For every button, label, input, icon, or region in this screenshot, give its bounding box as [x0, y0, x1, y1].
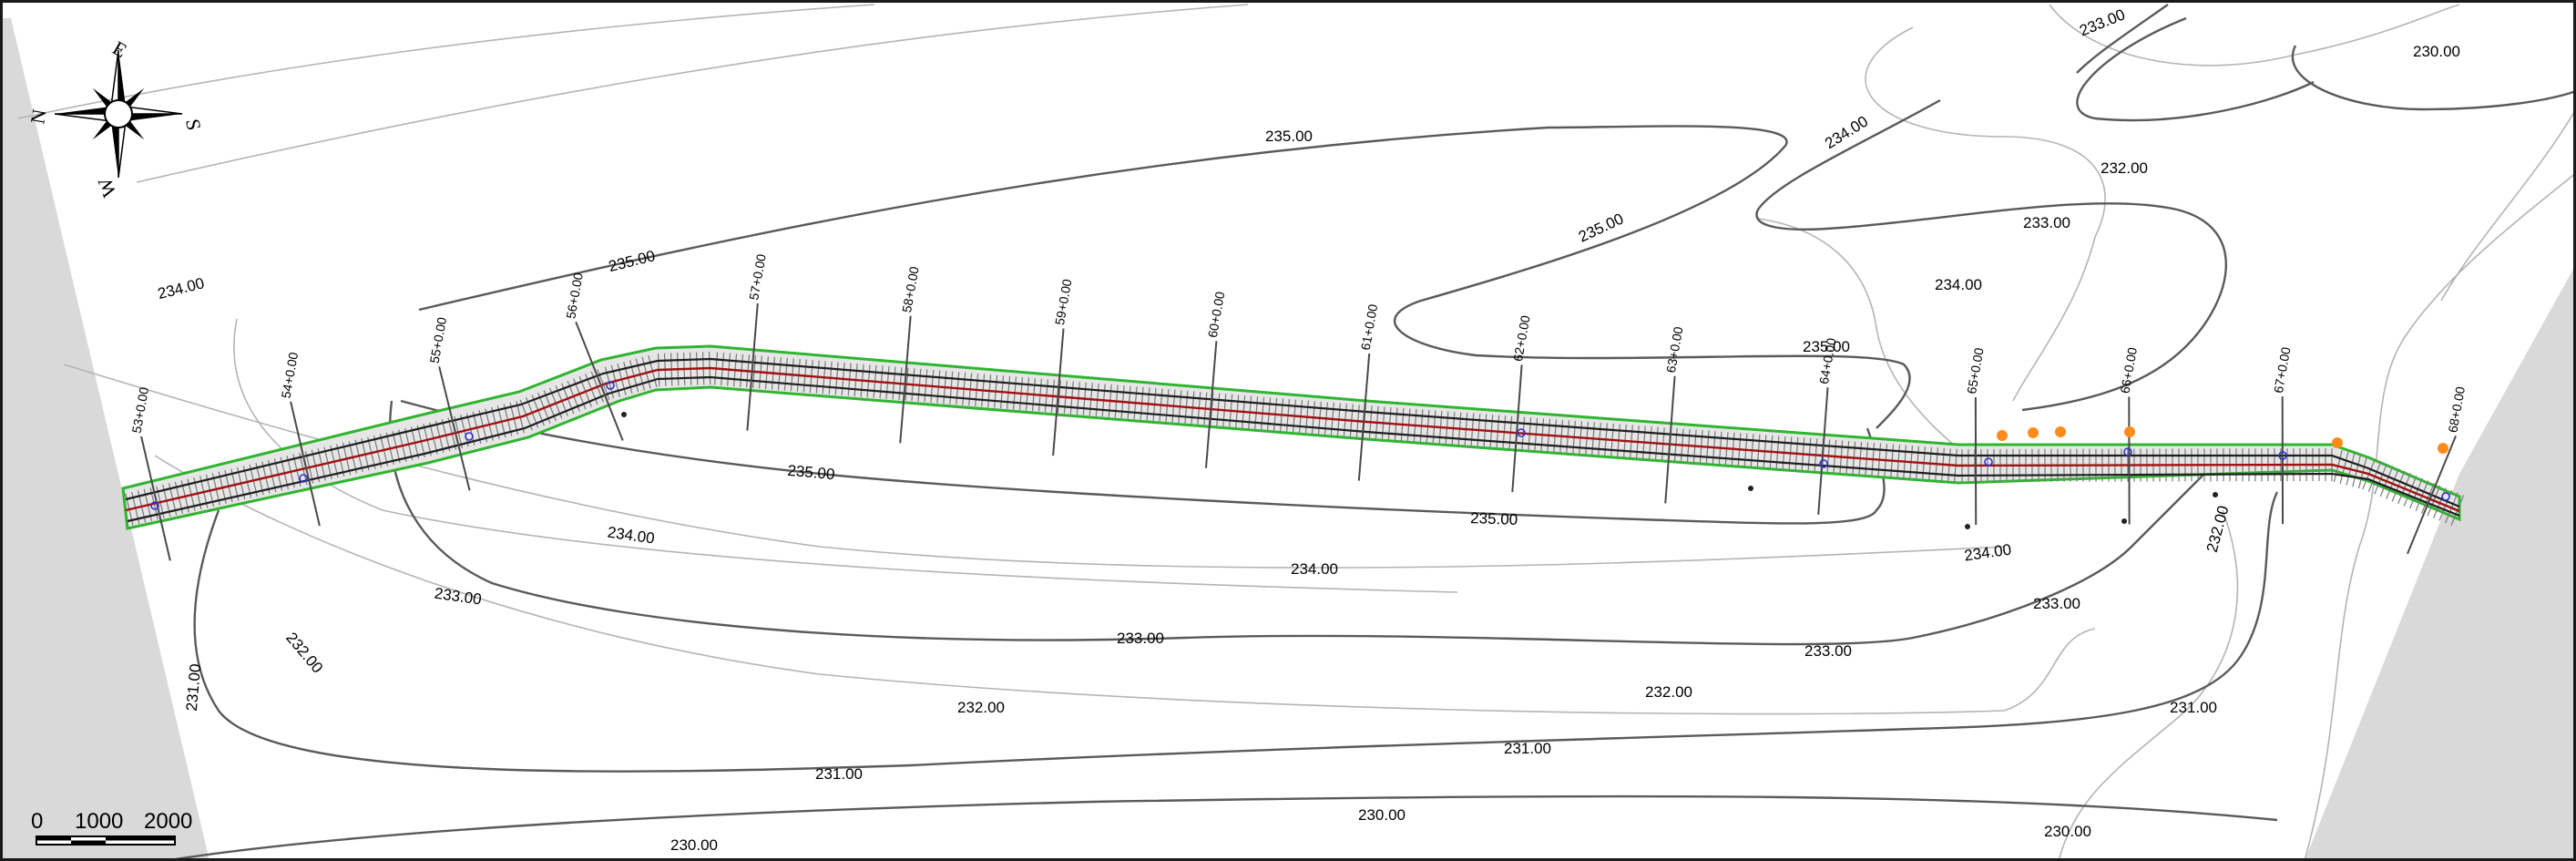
station-tick	[1664, 375, 1676, 504]
survey-point-icon	[2213, 492, 2218, 497]
contour-label: 232.00	[1645, 683, 1692, 701]
contour-label: 234.00	[1935, 276, 1982, 293]
blue-marker-icon	[1819, 459, 1828, 468]
contour-label: 233.00	[1117, 630, 1164, 647]
blue-marker-icon	[2123, 447, 2132, 456]
major-contours	[163, 4, 2576, 861]
contour-label: 231.00	[183, 663, 204, 712]
survey-point-icon	[1965, 524, 1970, 529]
contour-label: 235.00	[1470, 509, 1518, 528]
station-ticks	[140, 302, 2457, 561]
blue-marker-icon	[1984, 457, 1993, 466]
compass-label-s: S	[181, 118, 206, 132]
station-tick	[1357, 353, 1371, 481]
blue-marker-icon	[2278, 451, 2287, 460]
scale-label: 1000	[75, 809, 123, 834]
contour-label: 232.00	[2101, 159, 2148, 177]
markers	[150, 381, 2450, 529]
station-tick	[575, 321, 624, 441]
contour-label: 234.00	[1291, 560, 1338, 578]
orange-marker-icon	[2028, 427, 2039, 438]
survey-point-icon	[2121, 518, 2127, 524]
scale-label: 0	[31, 809, 43, 834]
orange-marker-icon	[1997, 430, 2008, 441]
right-shaded-region	[2305, 264, 2576, 861]
corridor-body	[121, 344, 2461, 530]
blue-marker-icon	[2441, 492, 2450, 501]
contour-label: 235.00	[1265, 128, 1313, 145]
compass-label-n: N	[26, 108, 50, 126]
contour-label: 231.00	[1504, 740, 1551, 757]
blue-marker-icon	[150, 501, 159, 510]
contour-label: 233.00	[1804, 642, 1852, 660]
orange-marker-icon	[2438, 443, 2448, 454]
station-tick	[1052, 328, 1065, 456]
blue-marker-icon	[606, 381, 615, 390]
station-tick	[1511, 364, 1523, 493]
blue-marker-icon	[465, 432, 474, 441]
station-tick	[1204, 341, 1218, 468]
left-shaded-region	[0, 18, 210, 861]
contour-labels: 235.00 235.00 235.00 235.00 235.00 235.0…	[156, 5, 2460, 854]
rail-right	[127, 375, 2460, 523]
rail-corridor	[121, 344, 2465, 530]
contour-label: 230.00	[2413, 43, 2460, 60]
contour-label: 235.00	[787, 462, 835, 483]
station-tick	[746, 302, 759, 431]
blue-marker-icon	[299, 474, 308, 483]
contour-label: 230.00	[2044, 823, 2091, 840]
station-tick	[2407, 435, 2457, 555]
station-tick	[438, 366, 471, 491]
survey-point-icon	[621, 412, 627, 417]
alignment-centerline	[125, 366, 2460, 513]
blue-marker-icon	[1517, 428, 1526, 437]
scale-label: 2000	[144, 809, 192, 834]
station-tick	[899, 315, 912, 444]
contour-label: 231.00	[2170, 699, 2217, 716]
station-tick	[140, 436, 171, 561]
contour-label: 233.00	[2033, 595, 2080, 612]
station-tick	[1817, 387, 1829, 515]
scale-bar-icon: 0 1000 2000	[31, 809, 192, 846]
contour-label: 232.00	[957, 699, 1005, 716]
rail-left	[125, 357, 2460, 508]
contour-label: 230.00	[670, 836, 718, 854]
contour-label: 235.00	[1803, 338, 1850, 355]
contour-label: 230.00	[1358, 806, 1406, 824]
contour-label: 231.00	[815, 765, 863, 783]
station-tick	[290, 401, 321, 527]
contour-label: 233.00	[2023, 214, 2070, 231]
minor-contours	[17, 4, 2576, 861]
orange-marker-icon	[2124, 426, 2135, 437]
orange-marker-icon	[2055, 426, 2066, 437]
survey-point-icon	[1748, 486, 1753, 491]
orange-marker-icon	[2332, 437, 2343, 448]
